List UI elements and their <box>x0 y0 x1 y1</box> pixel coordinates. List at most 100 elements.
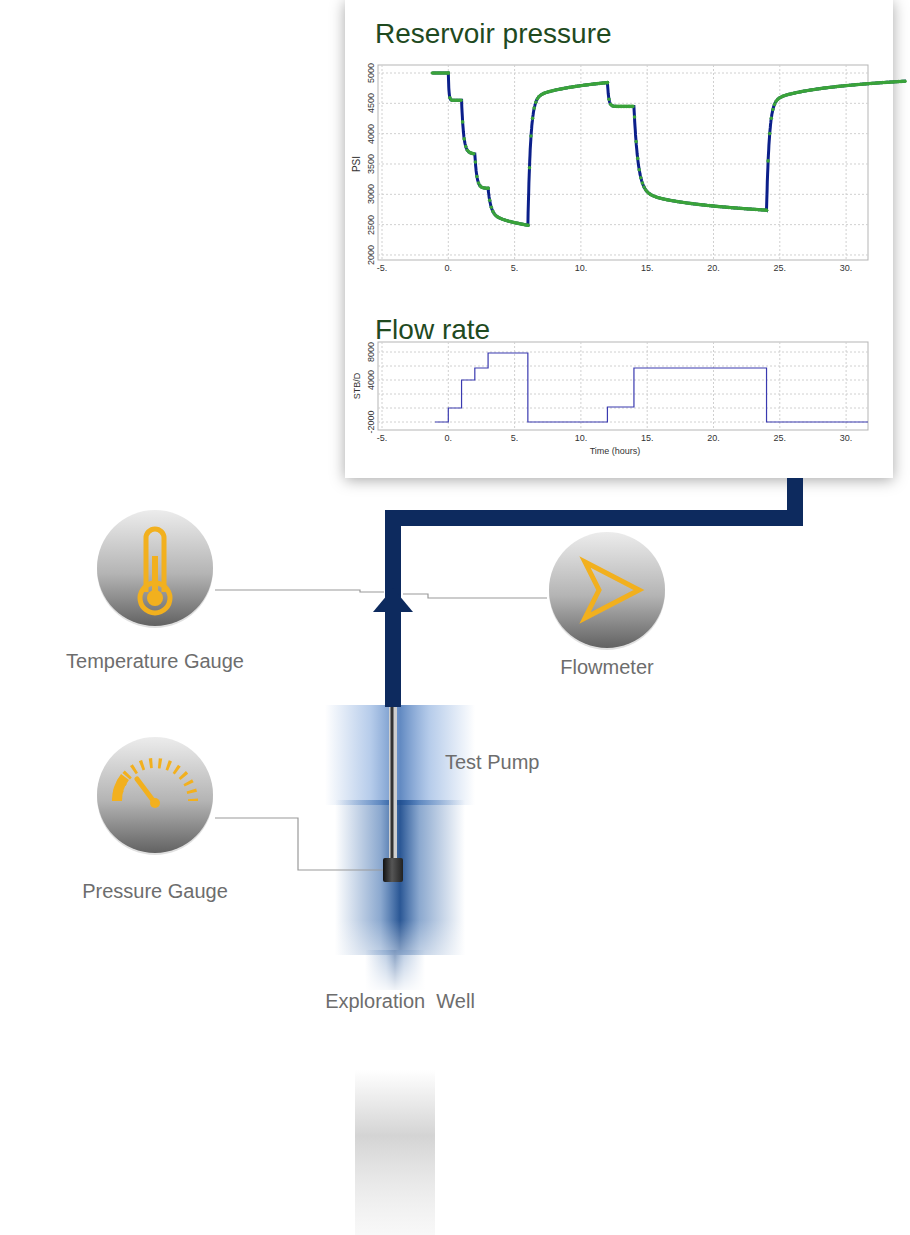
pressure-plot <box>378 65 907 260</box>
grid-line <box>382 342 383 430</box>
component-label: Exploration Well <box>325 990 475 1013</box>
data-point <box>768 132 772 136</box>
leader-line <box>215 818 383 870</box>
chart-title: Reservoir pressure <box>375 18 612 50</box>
data-point <box>606 81 610 85</box>
data-point <box>472 152 476 156</box>
axis-label: 15. <box>641 433 654 443</box>
grid-line <box>378 133 868 134</box>
data-point <box>529 134 533 138</box>
axis-tick-label: 5000 <box>366 63 376 83</box>
axis-tick-label: 4500 <box>366 93 376 113</box>
axis-label: 0. <box>445 433 453 443</box>
grid-line <box>580 342 581 430</box>
data-point <box>770 116 774 120</box>
grid-line <box>779 342 780 430</box>
axis-tick-label: 2500 <box>366 215 376 235</box>
grid-line <box>378 73 868 74</box>
data-point <box>766 159 770 163</box>
data-point <box>486 187 490 191</box>
data-point <box>462 137 466 141</box>
flow-pipe <box>373 478 795 858</box>
axis-label: 20. <box>707 433 720 443</box>
data-point <box>636 157 640 161</box>
axis-tick-label: PSI <box>351 156 363 172</box>
component-label: Pressure Gauge <box>82 880 228 903</box>
axis-label: 5. <box>511 433 519 443</box>
grid-line <box>647 65 648 260</box>
grid-line <box>378 380 868 381</box>
gauge-icon <box>547 530 667 650</box>
pressure-curve <box>432 73 905 225</box>
axis-label: 15. <box>641 263 654 273</box>
data-point <box>464 145 468 149</box>
axis-label: 10. <box>575 263 588 273</box>
grid-line <box>514 342 515 430</box>
grid-line <box>378 254 868 255</box>
data-point <box>532 106 536 110</box>
data-point <box>765 208 769 212</box>
axis-label: -5. <box>377 263 388 273</box>
data-point <box>639 176 643 180</box>
grid-line <box>378 163 868 164</box>
axis-label: 0. <box>445 263 453 273</box>
leader-line <box>215 590 384 592</box>
data-point <box>531 116 535 120</box>
instrument-circle: Pressure Gauge <box>95 735 215 855</box>
data-point <box>486 187 490 191</box>
component-label: Flowmeter <box>560 656 653 679</box>
grid-line <box>779 65 780 260</box>
instrument-circle: Flowmeter <box>547 530 667 650</box>
data-point <box>490 205 494 209</box>
data-point <box>459 99 463 103</box>
data-point <box>771 108 775 112</box>
axis-tick-label: 2000 <box>366 245 376 265</box>
axis-tick-label: STB/D <box>352 373 362 400</box>
grid-line <box>378 366 868 367</box>
instrument-circle: Temperature Gauge <box>95 508 215 628</box>
chart-panel: Reservoir pressure <box>363 8 883 293</box>
axis-tick-label: -2000 <box>366 410 376 433</box>
axis-tick-label: 3000 <box>366 184 376 204</box>
data-point <box>607 97 611 101</box>
data-point <box>606 81 610 85</box>
axis-label: 30. <box>840 263 853 273</box>
grid-line <box>846 342 847 430</box>
data-point <box>447 71 451 75</box>
data-point <box>474 160 478 164</box>
grid-line <box>580 65 581 260</box>
gauge-icon <box>95 735 215 855</box>
flow-plot <box>378 342 868 430</box>
data-point <box>488 199 492 203</box>
grid-line <box>647 342 648 430</box>
grid-line <box>378 103 868 104</box>
flow-curve <box>435 353 868 422</box>
grid-line <box>378 352 868 353</box>
data-point <box>773 103 777 107</box>
component-label: Temperature Gauge <box>66 650 244 673</box>
grid-line <box>378 194 868 195</box>
data-point <box>633 115 637 119</box>
axis-label: 20. <box>707 263 720 273</box>
data-point <box>475 175 479 179</box>
axis-tick-label: 3500 <box>366 154 376 174</box>
pump-body: Test Pump <box>383 858 403 882</box>
data-point <box>634 140 638 144</box>
data-point <box>903 79 907 83</box>
data-point <box>631 105 635 109</box>
grid-line <box>713 342 714 430</box>
axis-tick-label: 4000 <box>366 370 376 390</box>
axis-label: 10. <box>575 433 588 443</box>
gauge-icon <box>95 508 215 628</box>
data-point <box>526 223 530 227</box>
data-point <box>528 166 532 170</box>
data-point <box>447 71 451 75</box>
data-point <box>526 223 530 227</box>
leader-line <box>403 594 547 598</box>
grid-line <box>378 394 868 395</box>
data-point <box>641 181 645 185</box>
axis-label: 30. <box>840 433 853 443</box>
axis-tick-label: 4000 <box>366 124 376 144</box>
well-bore <box>325 705 475 1235</box>
